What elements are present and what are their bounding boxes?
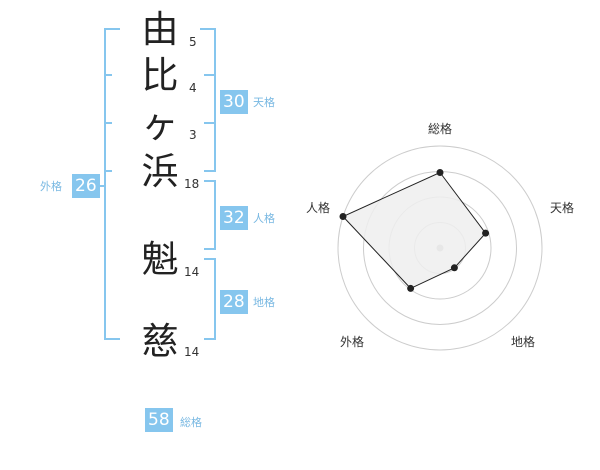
radar-polygon — [342, 171, 487, 290]
name-char-5: 魁 — [141, 238, 179, 281]
radar-point-3 — [407, 284, 415, 292]
soukaku-value: 58 — [145, 408, 173, 432]
chikaku-bracket-vertical — [214, 258, 216, 340]
name-char-1: 由 — [141, 8, 179, 51]
radar-point-1 — [482, 229, 490, 237]
stroke-count-1: 5 — [189, 35, 197, 49]
jinkaku-label: 人格 — [253, 212, 275, 225]
radar-label-jinkaku: 人格 — [306, 200, 330, 215]
gaikaku-value: 26 — [72, 174, 100, 198]
tenkaku-bracket-bottom — [204, 170, 216, 172]
right-tick-2 — [204, 122, 214, 124]
tenkaku-bracket-vertical — [214, 28, 216, 172]
jinkaku-bracket-bottom — [204, 248, 216, 250]
name-char-4: 浜 — [141, 150, 179, 193]
gaikaku-bracket-top — [104, 28, 120, 30]
gaikaku-label: 外格 — [40, 180, 62, 193]
stroke-count-2: 4 — [189, 81, 197, 95]
radar-point-4 — [339, 212, 347, 220]
jinkaku-bracket-top — [204, 180, 216, 182]
chikaku-value: 28 — [220, 290, 248, 314]
gaikaku-bracket-bottom — [104, 338, 120, 340]
name-char-6: 慈 — [141, 320, 179, 363]
tenkaku-label: 天格 — [253, 96, 275, 109]
chikaku-bracket-bottom — [204, 338, 216, 340]
tenkaku-value: 30 — [220, 90, 248, 114]
radar-ring-4 — [337, 145, 543, 351]
stroke-count-6: 14 — [184, 345, 200, 359]
radar-point-0 — [436, 169, 444, 177]
gaikaku-bracket-vertical — [104, 28, 106, 340]
bracket-tick-3 — [104, 170, 112, 172]
tenkaku-bracket-top — [200, 28, 216, 30]
bracket-tick-1 — [104, 74, 112, 76]
stroke-count-3: 3 — [189, 128, 197, 142]
right-tick-1 — [204, 74, 214, 76]
stroke-count-5: 14 — [184, 265, 200, 279]
radar-label-tenkaku: 天格 — [550, 200, 574, 215]
chikaku-label: 地格 — [253, 296, 275, 309]
radar-point-2 — [450, 264, 458, 272]
radar-points — [339, 169, 490, 292]
bracket-tick-2 — [104, 122, 112, 124]
jinkaku-bracket-vertical — [214, 180, 216, 250]
radar-chart: 総格 天格 地格 外格 人格 — [306, 121, 574, 351]
soukaku-label: 総格 — [180, 416, 202, 429]
stroke-count-4: 18 — [184, 177, 200, 191]
chikaku-bracket-top — [204, 258, 216, 260]
name-char-2: 比 — [141, 54, 179, 97]
radar-label-chikaku: 地格 — [511, 334, 535, 349]
radar-label-gaikaku: 外格 — [340, 334, 364, 349]
radar-label-soukaku: 総格 — [428, 121, 452, 136]
gaikaku-connector — [98, 185, 105, 187]
name-char-3: ヶ — [141, 103, 179, 146]
jinkaku-value: 32 — [220, 206, 248, 230]
